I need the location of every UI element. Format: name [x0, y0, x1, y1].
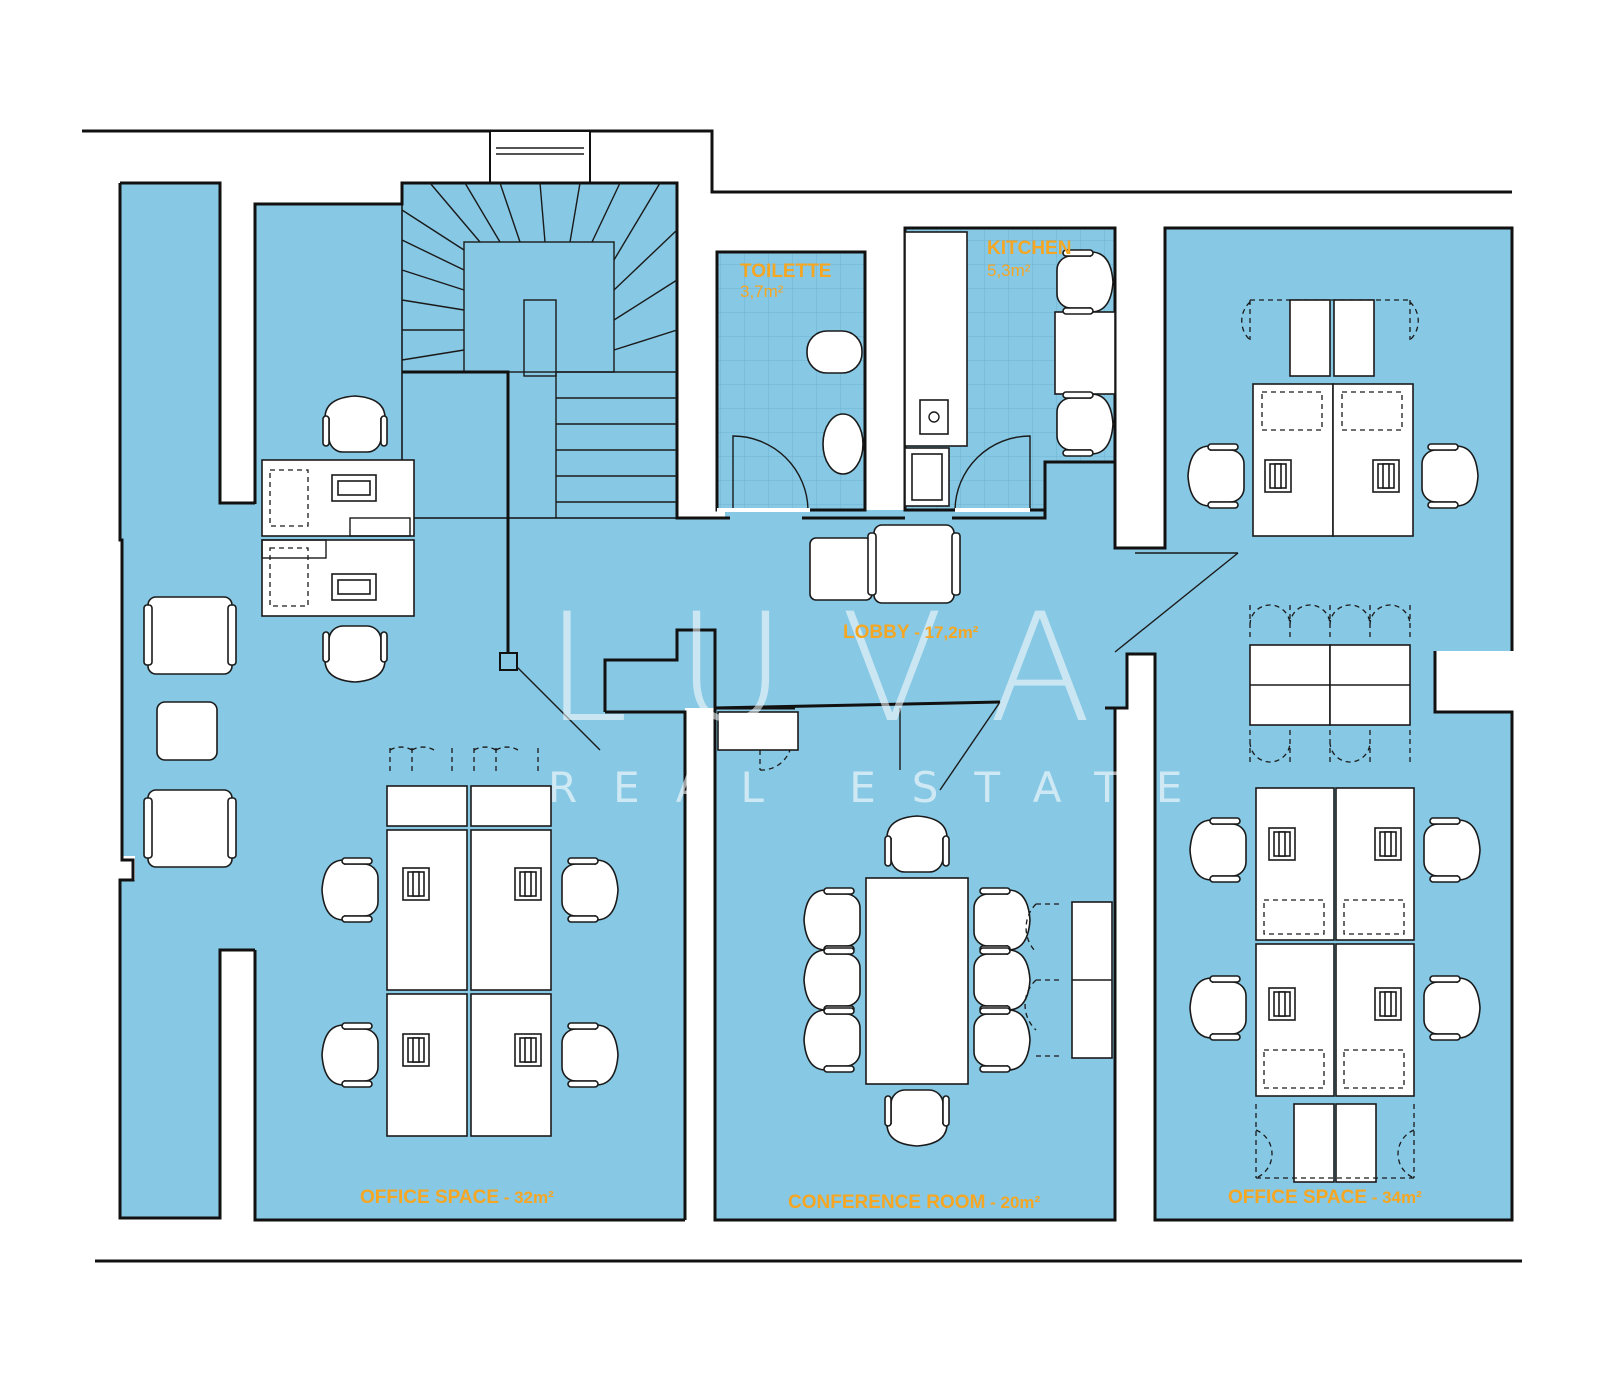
- staircase: [401, 182, 678, 751]
- toilette-area: 3,7m²: [740, 282, 784, 301]
- left-office-desks: [321, 746, 619, 1137]
- kitchen-room: [903, 226, 1117, 512]
- lobby-name: LOBBY: [843, 622, 910, 643]
- office-right-area: - 34m²: [1367, 1188, 1422, 1207]
- conference-name: CONFERENCE ROOM: [788, 1192, 985, 1213]
- lobby-area: - 17,2m²: [910, 623, 979, 642]
- lobby-seating: [809, 524, 1239, 653]
- watermark-tagline: REAL ESTATE: [548, 763, 1218, 812]
- conference-area: - 20m²: [985, 1193, 1040, 1212]
- conference-furniture: [717, 701, 1113, 1147]
- office-left-label: OFFICE SPACE - 32m²: [360, 1187, 554, 1208]
- watermark: LUVA REAL ESTATE: [545, 582, 1218, 812]
- right-office-lower-desks: [1189, 787, 1481, 1183]
- toilette-label: TOILETTE: [740, 261, 831, 282]
- exterior-lines: [82, 129, 1522, 1263]
- watermark-brand: LUVA: [545, 582, 1147, 756]
- lobby-label: LOBBY - 17,2m²: [843, 622, 979, 643]
- office-left-area: - 32m²: [499, 1188, 554, 1207]
- corridor-seating: [143, 596, 237, 868]
- conference-label: CONFERENCE ROOM - 20m²: [788, 1192, 1041, 1213]
- right-office-upper-desks: [1187, 299, 1479, 537]
- left-office-upper-desks: [261, 395, 415, 683]
- office-right-name: OFFICE SPACE: [1228, 1187, 1367, 1208]
- toilette-room: [715, 250, 867, 512]
- kitchen-area: 5,3m²: [987, 261, 1031, 280]
- office-right-label: OFFICE SPACE - 34m²: [1228, 1187, 1422, 1208]
- right-office-middle-table: [1249, 604, 1411, 763]
- room-labels: TOILETTE 3,7m² KITCHEN 5,3m² LOBBY - 17,…: [360, 238, 1422, 1213]
- office-left-name: OFFICE SPACE: [360, 1187, 499, 1208]
- left-corridor: [118, 181, 255, 1220]
- kitchen-label: KITCHEN: [987, 238, 1071, 259]
- main-floor: [253, 181, 1514, 1222]
